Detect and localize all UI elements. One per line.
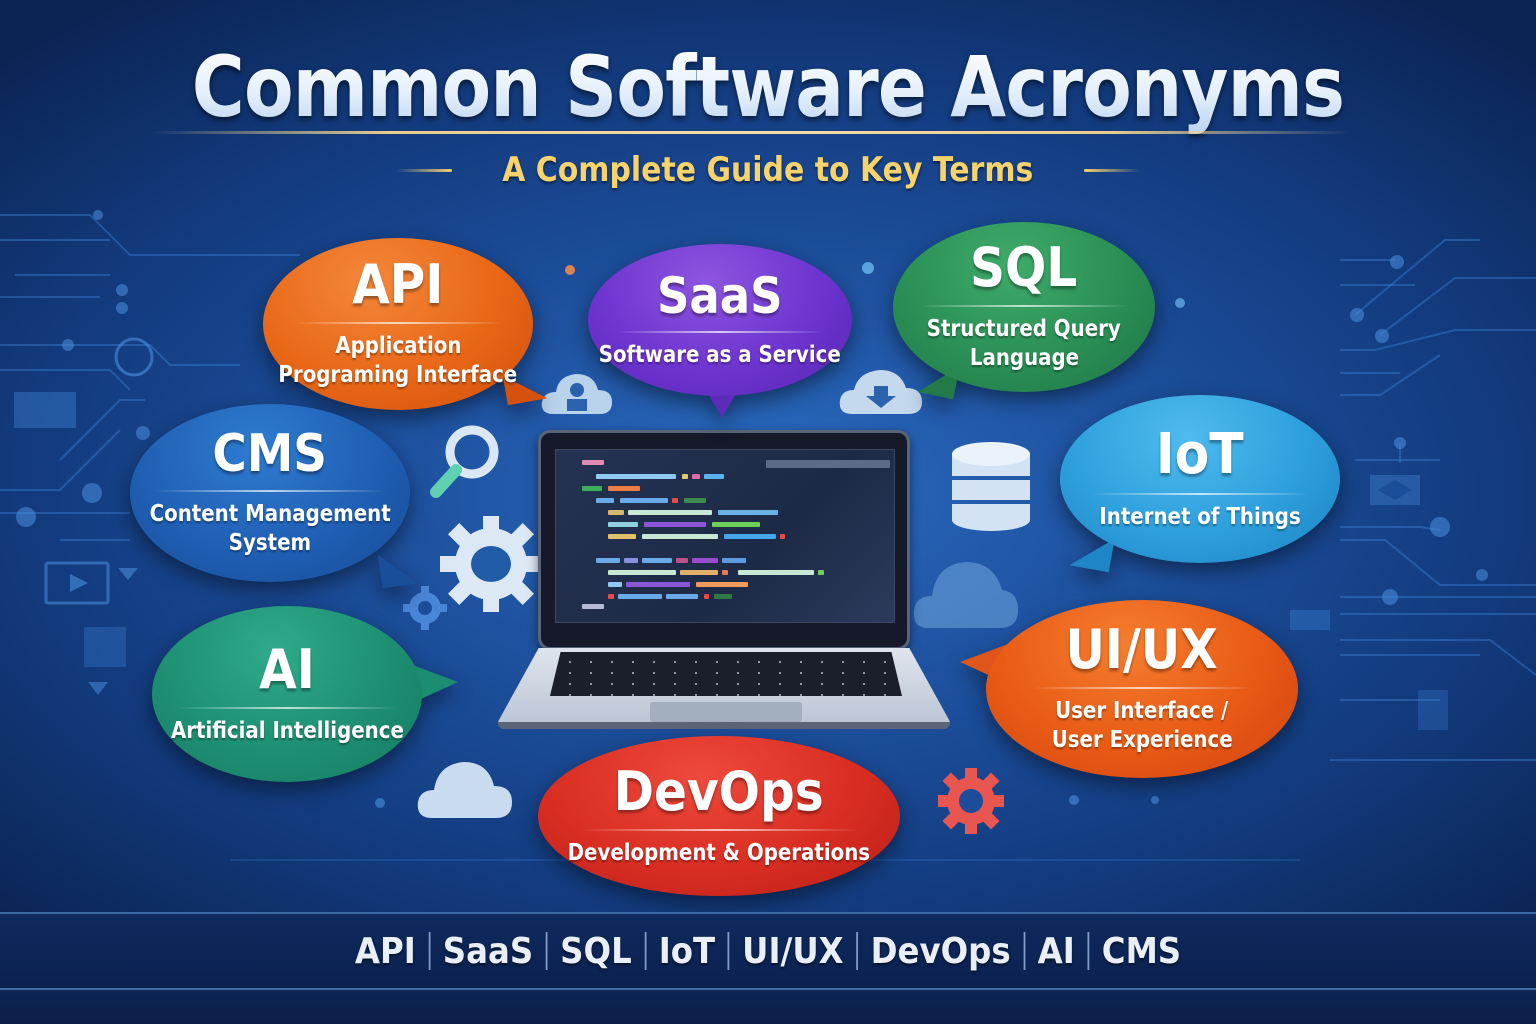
small-gear-icon	[403, 586, 447, 630]
bubble-divider	[578, 828, 859, 831]
bubble-body	[1060, 395, 1340, 563]
bubble-divider	[177, 706, 397, 709]
laptop-illustration	[498, 430, 950, 729]
bubble-body	[538, 736, 900, 896]
subtitle-rule-left	[396, 168, 453, 172]
summary-item: SQL	[560, 930, 632, 972]
bubble-sql: SQL Structured Query Language	[893, 222, 1155, 400]
bubble-divider	[919, 305, 1129, 308]
cloud-user-icon	[541, 374, 612, 414]
cloud-background-icon	[913, 562, 1018, 628]
bubble-body	[130, 404, 410, 582]
definition-iot: Internet of Things	[1099, 503, 1301, 530]
summary-item: UI/UX	[742, 930, 844, 972]
bubble-devops: DevOps Development & Operations	[538, 736, 900, 896]
summary-separator	[545, 932, 548, 970]
bubble-ai: AI Artificial Intelligence	[152, 606, 458, 782]
bubble-divider	[1032, 687, 1252, 690]
acronym-summary-bar: API SaaS SQL IoT UI/UX DevOps AI CMS	[0, 912, 1536, 990]
summary-separator	[727, 932, 730, 970]
bubble-body	[588, 244, 852, 396]
definition-ai: Artificial Intelligence	[170, 717, 404, 744]
laptop-keyboard	[550, 652, 902, 696]
summary-item: AI	[1037, 930, 1075, 972]
acronym-ai: AI	[259, 637, 315, 701]
summary-separator	[1023, 932, 1026, 970]
title-divider	[150, 131, 1350, 134]
summary-separator	[1087, 932, 1090, 970]
definition-cms-line1: Content Management	[149, 501, 391, 528]
acronym-sql: SQL	[970, 236, 1078, 300]
acronym-iot: IoT	[1156, 421, 1244, 487]
bubble-api: API Application Programing Interface	[263, 238, 548, 410]
definition-sql-line2: Language	[969, 345, 1079, 371]
definition-devops: Development & Operations	[567, 839, 871, 866]
bubble-cms: CMS Content Management System	[130, 404, 419, 589]
summary-item: SaaS	[442, 930, 534, 972]
code-editor-screen	[555, 449, 895, 623]
bubble-divider	[1089, 492, 1310, 495]
bubble-uiux: UI/UX User Interface / User Experience	[960, 600, 1298, 778]
subtitle-row: A Complete Guide to Key Terms	[0, 150, 1536, 190]
acronym-summary-list: API SaaS SQL IoT UI/UX DevOps AI CMS	[342, 931, 1193, 972]
summary-item: API	[354, 930, 416, 972]
cloud-icon	[417, 762, 512, 818]
magnifier-icon	[430, 425, 499, 498]
laptop-trackpad	[650, 702, 802, 722]
summary-item: CMS	[1101, 930, 1182, 972]
definition-api-line1: Application	[334, 333, 462, 360]
acronym-api: API	[352, 253, 444, 317]
bubble-body	[152, 606, 422, 782]
definition-saas: Software as a Service	[598, 341, 842, 368]
summary-separator	[644, 932, 647, 970]
bubble-iot: IoT Internet of Things	[1060, 395, 1340, 573]
summary-separator	[856, 932, 858, 970]
footer-band	[0, 990, 1536, 1024]
bubble-divider	[293, 322, 503, 325]
bubble-divider	[615, 330, 825, 333]
database-icon	[952, 442, 1030, 531]
subtitle: A Complete Guide to Key Terms	[502, 150, 1034, 190]
summary-item: DevOps	[870, 930, 1011, 972]
gear-icon	[440, 516, 542, 612]
acronym-devops: DevOps	[613, 759, 825, 823]
laptop-screen-frame	[538, 430, 910, 650]
definition-cms-line2: System	[228, 530, 312, 556]
acronym-cms: CMS	[212, 424, 328, 485]
definition-sql-line1: Structured Query	[927, 316, 1121, 343]
summary-item: IoT	[658, 930, 716, 972]
summary-separator	[428, 932, 431, 970]
subtitle-rule-right	[1083, 168, 1140, 172]
red-gear-icon	[938, 768, 1004, 834]
definition-uiux-line1: User Interface /	[1055, 698, 1229, 725]
definition-api-line2: Programing Interface	[278, 362, 518, 388]
page-title: Common Software Acronyms	[108, 38, 1429, 136]
acronym-saas: SaaS	[657, 266, 783, 325]
definition-uiux-line2: User Experience	[1051, 727, 1233, 753]
acronym-uiux: UI/UX	[1065, 618, 1219, 682]
bubble-divider	[155, 490, 385, 493]
bubble-saas: SaaS Software as a Service	[588, 244, 852, 418]
laptop-base-edge	[498, 722, 950, 729]
cloud-download-icon	[839, 370, 922, 414]
